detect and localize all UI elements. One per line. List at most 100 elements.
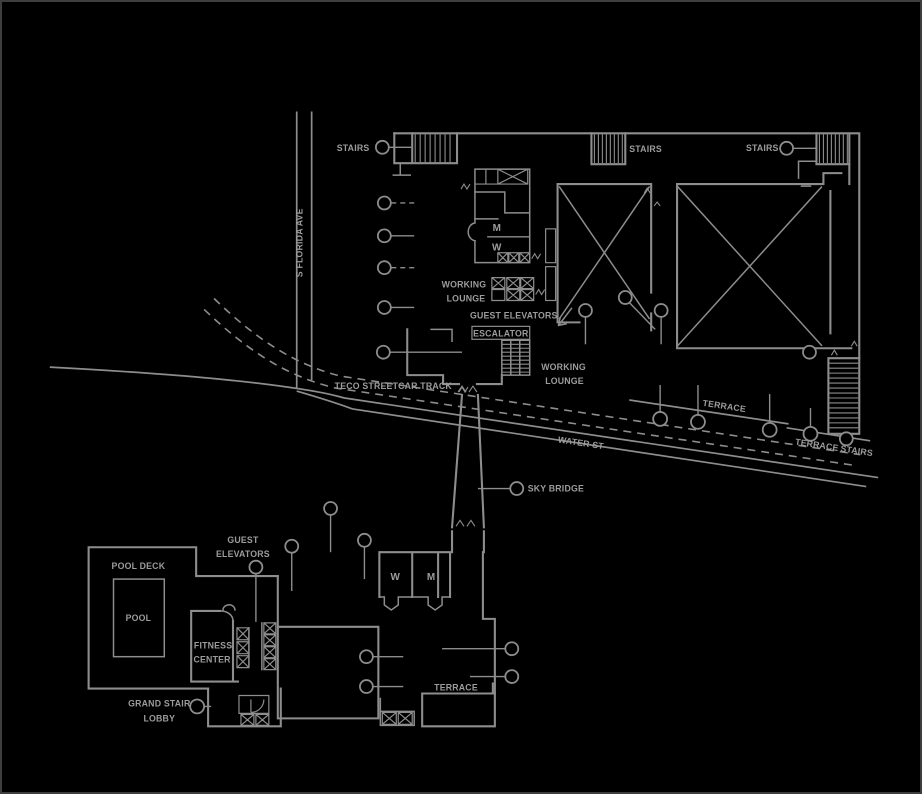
stub-room: [545, 266, 557, 302]
wall-stub: [797, 160, 818, 187]
upper-outer-walls: [393, 132, 861, 360]
stairs-lower-right-walls: [827, 357, 861, 435]
column-circle: [802, 344, 817, 360]
lower-buildings: [87, 530, 496, 728]
label-pool-deck: POOL DECK: [112, 561, 166, 571]
terrace-column: [690, 414, 706, 430]
streetcar-track-2: [203, 308, 857, 467]
stairs-top-right-walls: [815, 132, 851, 166]
column-circle: [323, 501, 338, 516]
stair-stub: [392, 162, 411, 176]
label-stairs-top-left: STAIRS: [337, 143, 370, 153]
label-working-lounge-right-1: WORKING: [541, 362, 586, 372]
escalator-label-box: [471, 325, 531, 340]
street-edge-south: [296, 390, 867, 488]
label-restroom-m-lower: M: [427, 572, 435, 583]
label-water-st: WATER ST: [557, 434, 605, 451]
streetcar-track-1: [213, 297, 861, 456]
label-working-lounge-right-2: LOUNGE: [545, 376, 584, 386]
sky-bridge-walls: [450, 393, 485, 529]
lower-room-walls: [276, 575, 380, 720]
stairs-callout-circle: [838, 431, 854, 447]
shaft-room-right-x: [676, 186, 823, 347]
label-escalator: ESCALATOR: [473, 328, 529, 338]
escalator-rails: [501, 339, 531, 376]
column-circle: [357, 532, 372, 548]
column-circle: [376, 228, 392, 244]
label-restroom-m-upper: M: [493, 223, 501, 234]
label-fitness-center-1: FITNESS: [194, 641, 232, 651]
lower-east-walls: [481, 551, 496, 695]
escalator-steps: [501, 343, 530, 373]
column-circle: [359, 649, 374, 665]
shaft-room-left-walls: [556, 183, 653, 332]
street-lines: [49, 111, 879, 488]
sky-bridge-callout-circle: [509, 481, 525, 496]
door-niche: [467, 221, 476, 242]
label-working-lounge-upper-1: WORKING: [442, 280, 487, 290]
label-teco-streetcar-track: TECO STREETCAR TRACK: [335, 381, 453, 391]
break-tick: [643, 186, 661, 207]
stairs-lower-right-hatch: [829, 362, 859, 429]
break-tick: [830, 340, 858, 356]
label-terrace-lower: TERRACE: [434, 683, 478, 693]
column-circle: [376, 195, 392, 211]
core-box: [474, 169, 498, 185]
elevator-row-x: [497, 252, 531, 264]
label-working-lounge-upper-2: LOUNGE: [447, 293, 486, 303]
column-circle: [359, 679, 374, 694]
elevator-bank-right-x: [263, 622, 277, 671]
label-grand-stair-lobby-2: LOBBY: [143, 713, 175, 723]
stairs-strip-walls: [379, 697, 415, 727]
label-guest-elevators-lower-1: GUEST: [227, 535, 259, 545]
elevator-shaft-x: [497, 168, 529, 185]
terrace-column: [652, 411, 668, 427]
core-outline: [474, 168, 531, 264]
column-stem: [628, 301, 656, 330]
stairs-callout-circle: [374, 139, 390, 155]
break-tick: [535, 288, 546, 296]
label-terrace-right: TERRACE: [795, 437, 840, 453]
guest-elevators-callout-circle: [248, 559, 264, 575]
terrace-column: [761, 421, 778, 438]
lobby-walls: [207, 687, 282, 728]
label-grand-stair-lobby-1: GRAND STAIR: [128, 698, 191, 708]
label-s-florida-ave: S FLORIDA AVE: [295, 208, 305, 277]
grand-stair-callout-circle: [189, 698, 206, 715]
column-circle: [617, 290, 633, 305]
fitness-walls: [190, 609, 240, 683]
elevator-bank-walls: [248, 622, 263, 671]
lower-restrooms-doors: [378, 596, 451, 611]
stairs-top-left-hatch: [414, 134, 451, 163]
label-stairs-top-mid: STAIRS: [629, 144, 662, 154]
label-fitness-center-2: CENTER: [193, 655, 231, 665]
break-tick: [455, 519, 476, 527]
sky-bridge: [450, 385, 485, 529]
label-guest-elevators-upper: GUEST ELEVATORS: [470, 310, 558, 320]
wall-hook: [430, 328, 453, 343]
shaft-room-right-walls: [676, 172, 853, 350]
pool-outline: [112, 578, 166, 658]
stub-room: [545, 228, 557, 264]
core-partitions: [474, 191, 531, 238]
column-circle: [376, 300, 392, 315]
column-circle: [653, 303, 669, 318]
label-guest-elevators-lower-2: ELEVATORS: [216, 549, 270, 559]
labels: STAIRS STAIRS STAIRS M W WORKING LOUNGE …: [112, 143, 874, 723]
label-restroom-w-upper: W: [492, 243, 502, 254]
column-circle: [504, 641, 520, 657]
break-tick: [458, 385, 469, 394]
label-restroom-w-lower: W: [390, 572, 400, 583]
grand-stair: [238, 694, 270, 714]
label-stairs-top-right: STAIRS: [746, 143, 779, 153]
stairs-callout-circle: [779, 140, 794, 156]
label-pool: POOL: [126, 613, 152, 623]
column-circle: [376, 260, 392, 276]
guest-elevator-bank-x: [491, 277, 535, 302]
stairs-strip-hatch: [381, 711, 413, 725]
label-stairs-lower-right: STAIRS: [840, 443, 874, 458]
break-tick: [460, 183, 471, 191]
fitness-door-arc: [219, 604, 236, 622]
